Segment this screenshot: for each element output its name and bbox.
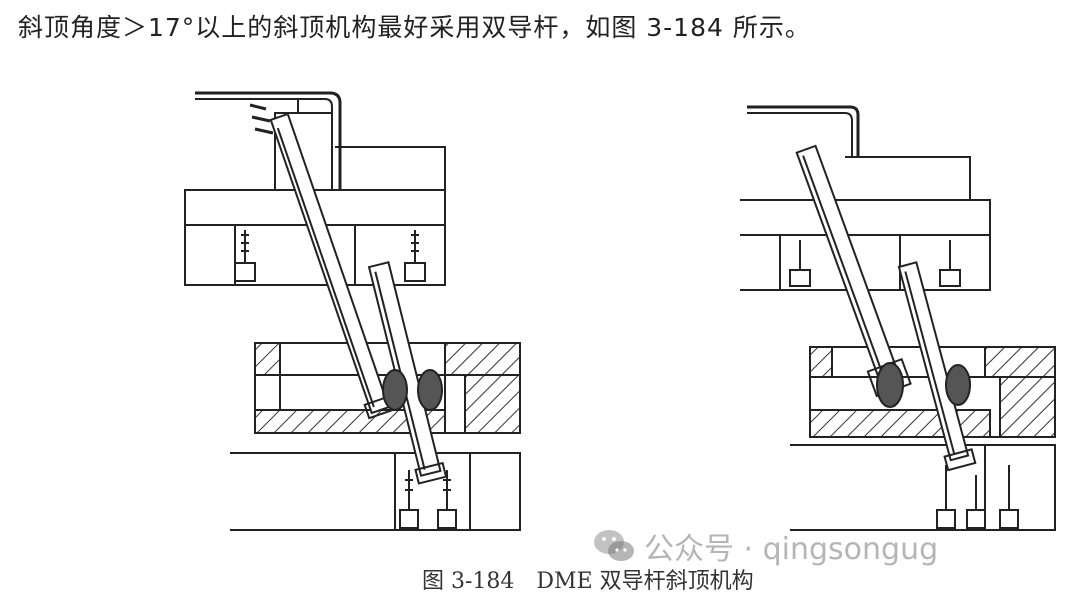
main-lifter-rod	[269, 112, 396, 420]
screw	[966, 475, 986, 529]
screw	[999, 465, 1019, 529]
watermark-text: 公众号 · qingsongug	[644, 532, 939, 567]
mechanism-figure	[184, 91, 1056, 531]
watermark: 公众号 · qingsongug	[592, 524, 938, 568]
wechat-icon	[594, 530, 634, 561]
guide-rod	[897, 261, 977, 472]
screw	[399, 470, 419, 529]
figure-caption: 图 3-184 DME 双导杆斜顶机构	[422, 569, 754, 594]
screw	[789, 240, 811, 287]
left-drawing	[184, 91, 521, 531]
screw	[404, 230, 426, 282]
screw	[939, 240, 961, 287]
right-drawing	[740, 105, 1056, 531]
screw	[936, 465, 956, 529]
screw	[234, 230, 256, 282]
intro-paragraph: 斜顶角度＞17°以上的斜顶机构最好采用双导杆，如图 3-184 所示。	[18, 13, 811, 42]
